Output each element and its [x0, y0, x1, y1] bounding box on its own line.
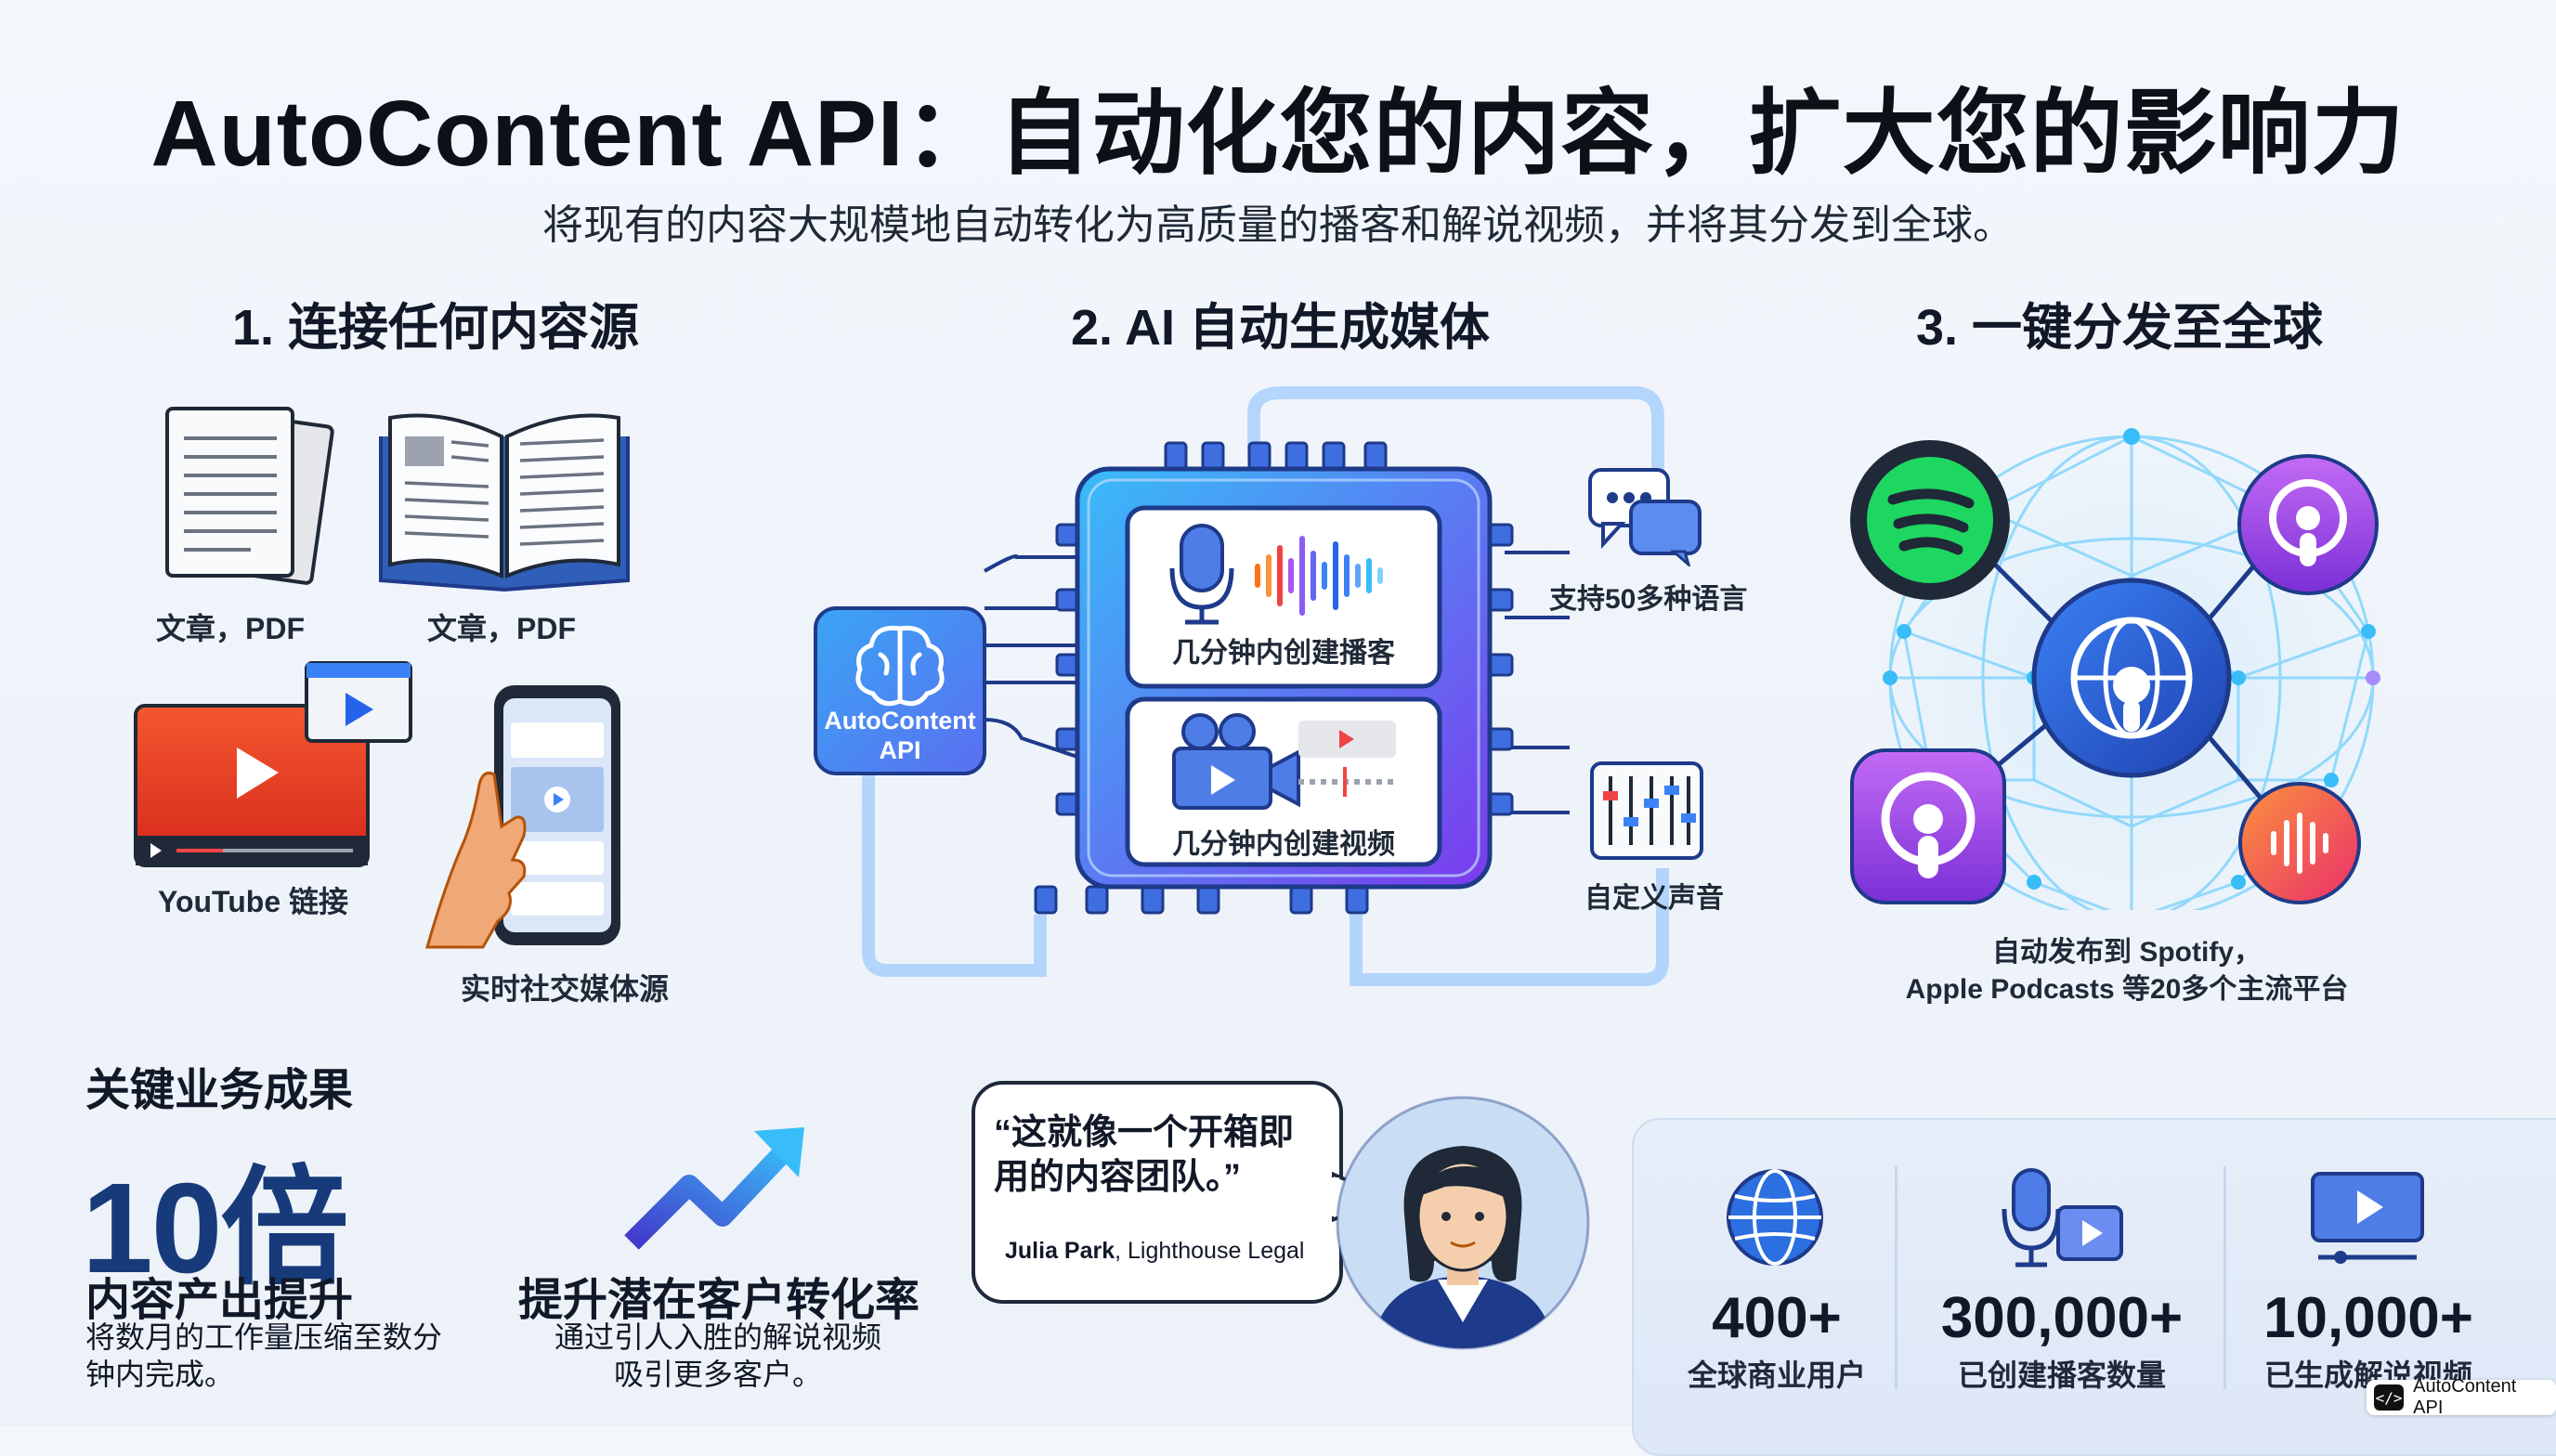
- distribution-line-1: 自动发布到 Spotify，: [1992, 937, 2262, 968]
- video-label: 几分钟内创建视频: [1172, 829, 1395, 860]
- voice-mixer-icon: [1590, 761, 1703, 860]
- big-metric: 10倍: [82, 1157, 348, 1300]
- quote-line-2: 用的内容团队。”: [994, 1158, 1242, 1197]
- page-subtitle: 将现有的内容大规模地自动转化为高质量的播客和解说视频，并将其分发到全球。: [542, 202, 2014, 248]
- page-title: AutoContent API：自动化您的内容，扩大您的影响力: [150, 82, 2406, 186]
- metric-title: 内容产出提升: [85, 1276, 354, 1325]
- author-name: Julia Park: [1005, 1238, 1115, 1264]
- step-3-heading: 3. 一键分发至全球: [1916, 300, 2324, 356]
- trend-up-arrow-icon: [624, 1127, 804, 1250]
- code-icon: </>: [2374, 1384, 2405, 1410]
- stat-label-podcasts: 已创建播客数量: [1957, 1358, 2166, 1392]
- distribution-line-2: Apple Podcasts 等20多个主流平台: [1905, 974, 2349, 1005]
- open-book-icon: [379, 413, 630, 592]
- quote-line-1: “这就像一个开箱即: [994, 1113, 1295, 1152]
- author-org: , Lighthouse Legal: [1115, 1238, 1305, 1264]
- results-heading: 关键业务成果: [85, 1066, 354, 1115]
- youtube-source-label: YouTube 链接: [157, 885, 349, 918]
- doc-source-label: 文章，PDF: [155, 612, 305, 645]
- step-1-heading: 1. 连接任何内容源: [232, 300, 640, 356]
- quote-text: “这就像一个开箱即 用的内容团队。”: [994, 1111, 1319, 1200]
- stat-value-podcasts: 300,000+: [1940, 1286, 2184, 1350]
- monitor-play-icon: [2311, 1172, 2424, 1264]
- languages-label: 支持50多种语言: [1549, 584, 1748, 615]
- social-phone-icon: [425, 685, 620, 949]
- autocontent-badge[interactable]: </> AutoContent API: [2367, 1376, 2556, 1418]
- conversion-title: 提升潜在客户转化率: [518, 1276, 920, 1325]
- conversion-desc-2: 吸引更多客户。: [613, 1358, 822, 1391]
- avatar: [1336, 1096, 1590, 1350]
- distribution-network: [1850, 422, 2387, 910]
- quote-author: Julia Park, Lighthouse Legal: [1005, 1238, 1304, 1265]
- podcast-mic-icon: [1169, 524, 1383, 625]
- voice-label: 自定义声音: [1584, 883, 1724, 914]
- api-box-label: AutoContent API: [824, 707, 976, 764]
- youtube-video-icon: [134, 661, 412, 867]
- badge-label: AutoContent API: [2413, 1376, 2517, 1418]
- book-source-label: 文章，PDF: [426, 612, 576, 645]
- video-camera-icon: [1172, 713, 1396, 810]
- chat-languages-icon: [1588, 468, 1702, 566]
- conversion-desc-1: 通过引人入胜的解说视频: [554, 1320, 881, 1354]
- stat-value-videos: 10,000+: [2263, 1286, 2473, 1350]
- mic-video-icon: [2002, 1168, 2123, 1268]
- stats-divider-1: [1895, 1166, 1897, 1389]
- stats-divider-2: [2223, 1166, 2226, 1389]
- globe-icon: [1727, 1169, 1823, 1266]
- step-2-heading: 2. AI 自动生成媒体: [1071, 300, 1491, 356]
- metric-desc: 将数月的工作量压缩至数分钟内完成。: [85, 1320, 443, 1391]
- podcast-label: 几分钟内创建播客: [1172, 638, 1395, 669]
- social-source-label: 实时社交媒体源: [460, 972, 669, 1006]
- document-icon: [165, 407, 334, 585]
- ai-engine-diagram: [814, 386, 1669, 986]
- stat-label-users: 全球商业用户: [1687, 1358, 1866, 1392]
- stat-value-users: 400+: [1712, 1286, 1842, 1350]
- quote-bubble: [972, 1081, 1343, 1304]
